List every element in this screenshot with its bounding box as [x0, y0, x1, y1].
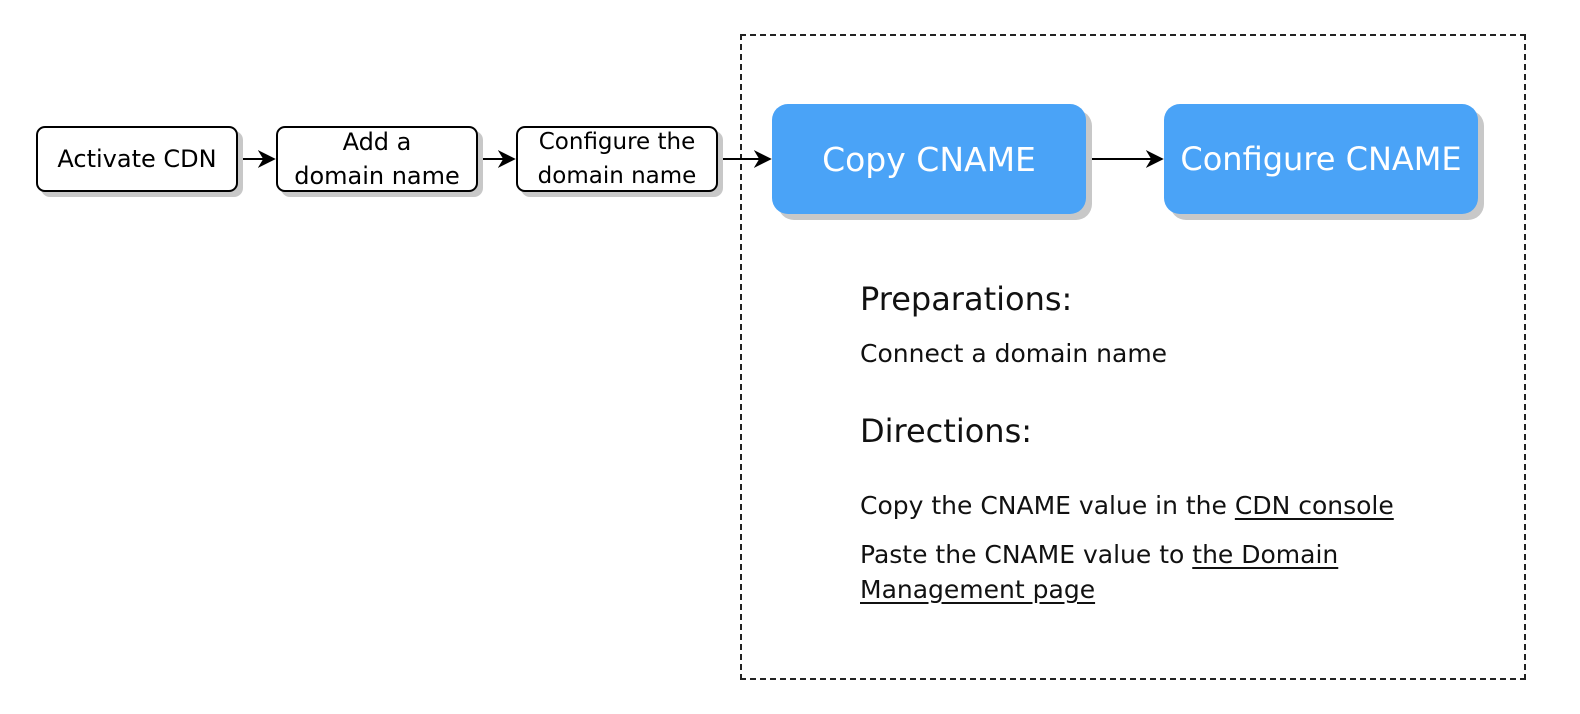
cdn-console-link[interactable]: CDN console [1234, 491, 1394, 520]
step-add-domain-label-line2: domain name [294, 162, 460, 190]
directions-step-copy-text: Copy the CNAME value in the [860, 491, 1235, 520]
cname-detail-frame [740, 34, 1526, 680]
step-activate-cdn: Activate CDN [36, 126, 238, 192]
directions-heading: Directions: [860, 412, 1033, 450]
step-configure-domain-label-line1: Configure the [538, 129, 696, 155]
step-configure-domain-name: Configure the domain name [516, 126, 718, 192]
step-activate-cdn-label: Activate CDN [57, 145, 217, 173]
domain-management-link-line2[interactable]: Management page [860, 575, 1096, 604]
step-add-domain-label-line1: Add a [342, 128, 412, 156]
step-configure-cname: Configure CNAME [1164, 104, 1478, 214]
directions-step-paste: Paste the CNAME value to the Domain Mana… [860, 537, 1338, 607]
preparations-heading: Preparations: [860, 280, 1073, 318]
directions-step-paste-text: Paste the CNAME value to [860, 540, 1193, 569]
step-copy-cname-label: Copy CNAME [822, 139, 1036, 179]
step-configure-cname-label: Configure CNAME [1180, 140, 1462, 178]
step-copy-cname: Copy CNAME [772, 104, 1086, 214]
step-configure-domain-label-line2: domain name [537, 163, 697, 189]
preparations-item: Connect a domain name [860, 339, 1168, 368]
domain-management-link-line1[interactable]: the Domain [1192, 540, 1339, 569]
directions-step-copy: Copy the CNAME value in the CDN console [860, 491, 1394, 520]
step-add-domain-name: Add a domain name [276, 126, 478, 192]
